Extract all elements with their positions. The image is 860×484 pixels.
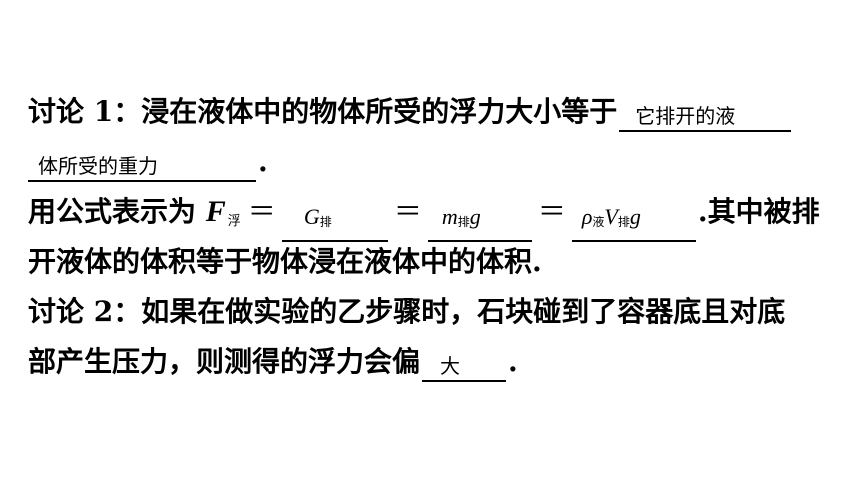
discussion2-text: 讨论 2：如果在做实验的乙步骤时，石块碰到了容器底且对底	[28, 295, 786, 328]
answer-text-2: 大	[440, 354, 461, 378]
formula-answer-1: G排	[303, 204, 332, 230]
period: .	[508, 345, 518, 378]
buoyancy-subscript: 浮	[227, 214, 241, 229]
formula-answer-3: ρ液V排g	[581, 204, 641, 230]
discussion2-line2: 部产生压力，则测得的浮力会偏大.	[28, 342, 518, 382]
discussion1-line1: 讨论 1：浸在液体中的物体所受的浮力大小等于它排开的液	[28, 92, 793, 132]
answer-text-1a: 它排开的液	[635, 104, 736, 128]
equals-sign: ＝	[247, 195, 276, 228]
formula-answer-2: m排g	[441, 204, 481, 230]
buoyancy-symbol: F	[205, 195, 226, 228]
discussion2-line2-text: 部产生压力，则测得的浮力会偏	[28, 345, 421, 378]
formula-suffix: .其中被排	[697, 195, 820, 228]
formula-prefix: 用公式表示为	[28, 195, 197, 228]
formula-line2: 开液体的体积等于物体浸在液体中的体积.	[28, 242, 542, 282]
period: .	[258, 145, 268, 178]
equals-sign: ＝	[537, 195, 566, 228]
answer-blank-1b: 体所受的重力	[28, 146, 256, 182]
formula-blank-3: ρ液V排g	[571, 204, 696, 242]
discussion1-line2: 体所受的重力.	[28, 142, 268, 182]
discussion1-text: 讨论 1：浸在液体中的物体所受的浮力大小等于	[28, 95, 618, 128]
formula-line2-text: 开液体的体积等于物体浸在液体中的体积.	[28, 245, 542, 278]
discussion2-line1: 讨论 2：如果在做实验的乙步骤时，石块碰到了容器底且对底	[28, 292, 785, 332]
answer-blank-2: 大	[422, 346, 507, 382]
formula-blank-1: G排	[281, 204, 388, 242]
answer-blank-1a: 它排开的液	[619, 96, 792, 132]
formula-blank-2: m排g	[427, 204, 532, 242]
answer-text-1b: 体所受的重力	[38, 154, 158, 178]
equals-sign: ＝	[393, 195, 422, 228]
